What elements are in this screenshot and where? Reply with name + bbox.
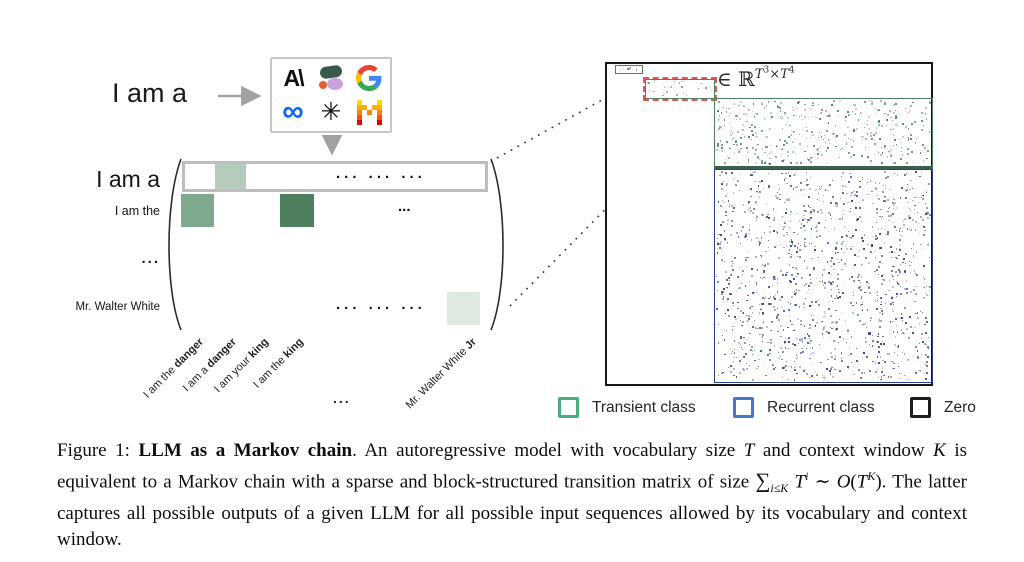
col-label-i-am-the-danger: I am the danger — [140, 336, 206, 401]
row-label-i-am-the: I am the — [114, 204, 160, 218]
recurrent-class-block — [714, 169, 933, 383]
figure-caption: Figure 1: LLM as a Markov chain. An auto… — [57, 440, 967, 550]
prob-cell-dark — [280, 194, 314, 227]
row-label-i-am-a: I am a — [96, 166, 160, 192]
matrix-dots-row1: ... ... ... — [336, 165, 426, 182]
zero-swatch-icon — [910, 397, 931, 418]
prob-cell-faint — [447, 292, 480, 325]
legend-item-zero: Zero — [910, 397, 976, 418]
cohere-logo — [314, 62, 348, 94]
transient-class-block — [714, 98, 933, 169]
transient-swatch-icon — [558, 397, 579, 418]
mistral-logo — [352, 96, 386, 128]
col-label-mr-walter-white-jr: Mr. Walter White Jr — [403, 336, 479, 412]
prob-cell-medium — [181, 194, 214, 227]
openai-logo: ✳ — [320, 97, 342, 126]
tiny-first-block — [615, 65, 643, 74]
row-label-mr-walter-white: Mr. Walter White — [75, 301, 160, 313]
matrix-dots-row2: ... — [398, 198, 411, 215]
legend-item-transient: Transient class — [558, 397, 696, 418]
matrix-dimension-annotation: ∈ ℝT3×T4 — [717, 66, 795, 91]
left-paren — [168, 158, 182, 331]
google-logo — [352, 62, 386, 94]
llm-logo-box: A\ ∞ ✳ — [270, 57, 392, 133]
prob-cell-light — [215, 164, 246, 189]
legend-item-recurrent: Recurrent class — [733, 397, 875, 418]
row-label-ellipsis: ... — [141, 250, 160, 267]
recurrent-swatch-icon — [733, 397, 754, 418]
meta-logo: ∞ — [282, 95, 304, 128]
matrix-dots-row4: ... ... ... — [336, 296, 426, 313]
right-paren — [490, 158, 504, 331]
full-transition-matrix — [605, 62, 933, 386]
highlighted-zoom-block — [643, 77, 717, 101]
prompt-text: I am a — [112, 78, 188, 108]
anthropic-logo: A\ — [283, 64, 305, 91]
col-label-ellipsis: ... — [333, 390, 351, 406]
